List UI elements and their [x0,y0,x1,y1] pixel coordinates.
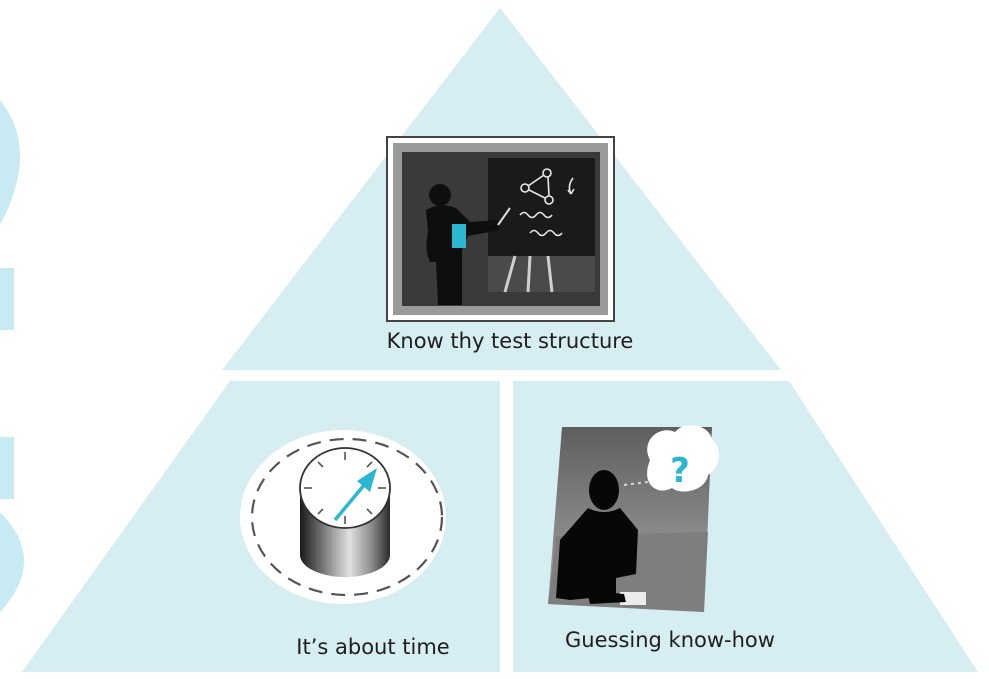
teacher-blackboard-icon [386,136,615,322]
stopwatch-icon [240,430,446,604]
thinking-person-icon [548,425,720,612]
thought-cloud [647,425,720,492]
question-mark-icon: ? [670,451,690,491]
bottom-right-section-label: Guessing know-how [565,628,775,652]
left-edge-decoration [0,100,24,612]
top-section-label: Know thy test structure [387,329,634,353]
bottom-left-section-label: It’s about time [296,635,449,659]
